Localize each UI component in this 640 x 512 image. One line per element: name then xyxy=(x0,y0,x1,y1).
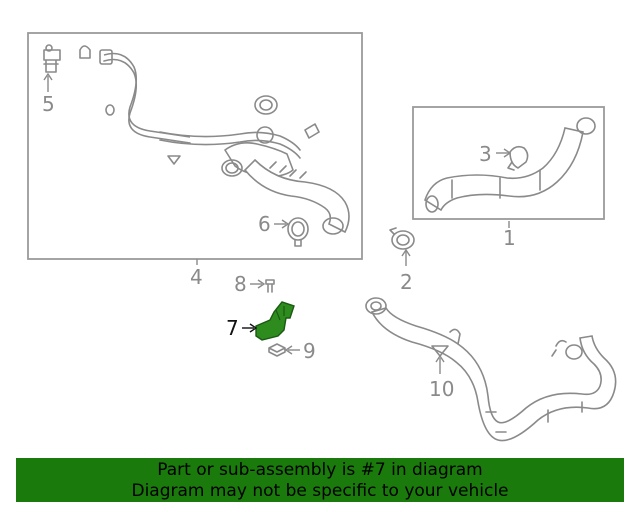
assembly-4-parts xyxy=(43,44,350,247)
assembly-1-box xyxy=(412,106,605,220)
callout-1[interactable]: 1 xyxy=(503,226,516,250)
clamp-part-2 xyxy=(389,227,415,250)
callout-5[interactable]: 5 xyxy=(42,92,55,116)
banner-line-2: Diagram may not be specific to your vehi… xyxy=(131,481,509,501)
callout-6[interactable]: 6 xyxy=(258,212,271,236)
bracket-part-7[interactable] xyxy=(255,301,295,341)
hose-part-10 xyxy=(365,297,617,442)
banner-line-1: Part or sub-assembly is #7 in diagram xyxy=(157,460,483,480)
callout-7[interactable]: 7 xyxy=(226,316,239,340)
assembly-4-box xyxy=(27,32,363,260)
callout-8[interactable]: 8 xyxy=(234,272,247,296)
info-banner: Part or sub-assembly is #7 in diagram Di… xyxy=(16,458,624,502)
callout-4[interactable]: 4 xyxy=(190,265,203,289)
callout-2[interactable]: 2 xyxy=(400,270,413,294)
callout-10[interactable]: 10 xyxy=(429,377,454,401)
nut-part-9 xyxy=(268,343,286,357)
assembly-1-parts xyxy=(424,117,596,213)
callout-3[interactable]: 3 xyxy=(479,142,492,166)
bolt-part-8 xyxy=(265,279,275,293)
callout-9[interactable]: 9 xyxy=(303,339,316,363)
